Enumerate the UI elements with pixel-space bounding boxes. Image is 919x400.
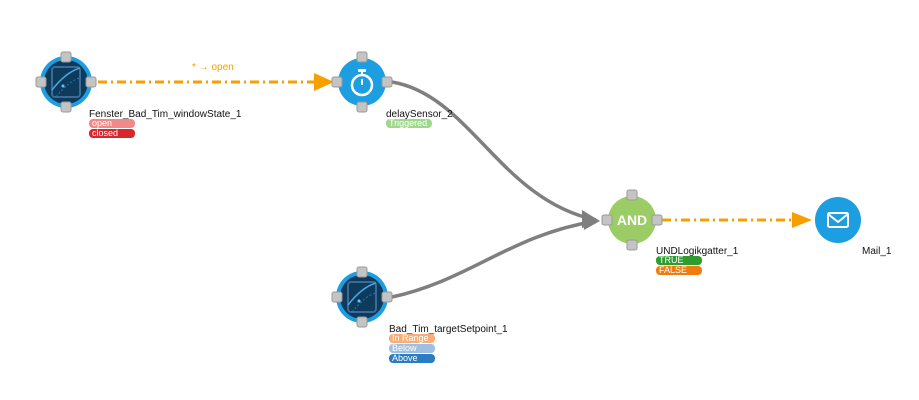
link-label-fenster-to-delay: * → open (192, 62, 234, 73)
arrowhead-setpoint-to-and (582, 214, 600, 230)
window-sensor-icon (51, 66, 81, 98)
state-list-delay-sensor: Triggered (386, 119, 432, 129)
node-label-setpoint: Bad_Tim_targetSetpoint_1 (389, 324, 508, 335)
node-and-gate[interactable]: AND (601, 189, 663, 251)
envelope-icon (827, 212, 849, 228)
node-label-mail: Mail_1 (862, 246, 892, 257)
state-list-setpoint: In Range Below Above (389, 334, 435, 364)
thermostat-icon (347, 281, 377, 313)
state-badge-triggered: Triggered (386, 119, 432, 128)
arrowhead-and-to-mail (792, 212, 812, 228)
state-badge-above: Above (389, 354, 435, 363)
and-gate-text: AND (617, 212, 647, 228)
link-delay-to-and[interactable] (391, 80, 597, 222)
node-delay-sensor[interactable] (331, 51, 393, 113)
state-list-and-gate: TRUE FALSE (656, 256, 702, 276)
node-setpoint[interactable] (331, 266, 393, 328)
state-badge-in-range: In Range (389, 334, 435, 343)
node-label-fenster: Fenster_Bad_Tim_windowState_1 (89, 109, 242, 120)
stopwatch-icon (350, 69, 374, 97)
state-badge-true: TRUE (656, 256, 702, 265)
node-label-and-gate: UNDLogikgatter_1 (656, 246, 739, 257)
state-badge-closed: closed (89, 129, 135, 138)
state-list-fenster: open closed (89, 119, 135, 139)
node-label-delay-sensor: delaySensor_2 (386, 109, 453, 120)
node-fenster[interactable] (35, 51, 97, 113)
state-badge-false: FALSE (656, 266, 702, 275)
arrowhead-fenster-to-delay (314, 73, 334, 91)
state-badge-open: open (89, 119, 135, 128)
link-setpoint-to-and[interactable] (391, 219, 597, 299)
node-mail[interactable] (815, 197, 861, 243)
state-badge-below: Below (389, 344, 435, 353)
